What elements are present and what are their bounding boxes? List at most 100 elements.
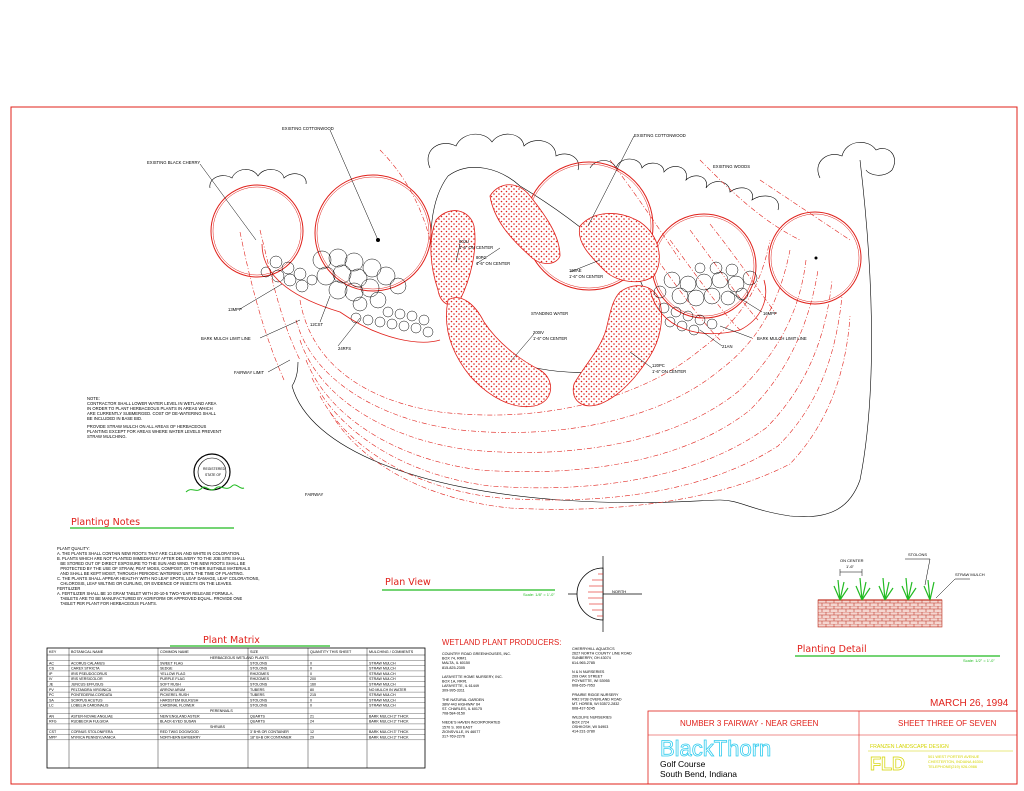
- matrix-cell: STOLONS: [250, 661, 268, 665]
- matrix-cell: SA: [49, 698, 54, 702]
- sheet-border: [10, 106, 1018, 785]
- planting-detail-scale: Scale: 1/2" = 1'-0": [963, 658, 995, 663]
- bark-mulch-limit-left: [261, 243, 441, 343]
- label-12cst: 12CST: [310, 322, 323, 327]
- matrix-section-heading: HERBACEOUS WETLAND PLANTS: [210, 656, 269, 660]
- matrix-cell: 160: [310, 683, 316, 687]
- matrix-cell: QUARTS: [250, 714, 266, 718]
- label-existing-cottonwood-2: EXISTING COTTONWOOD: [634, 133, 686, 138]
- note-line: ARE CURRENTLY SUBMERGED. COST OF DE-WATE…: [87, 411, 217, 416]
- label-200iv-spacing: 1'-6" ON CENTER: [533, 336, 567, 341]
- blackthorn-logo: BlackThorn: [660, 736, 771, 761]
- producer-line: COUNTRY ROAD GREENHOUSES, INC.: [442, 652, 511, 656]
- label-80pc-spacing: 1'-6" ON CENTER: [476, 261, 510, 266]
- label-200iv: 200IV: [533, 330, 544, 335]
- matrix-cell: PC: [49, 693, 54, 697]
- matrix-cell: AN: [49, 714, 54, 718]
- note-line: BE INCLUDED IN BASE BID.: [87, 416, 142, 421]
- matrix-cell: STOLONS: [250, 667, 268, 671]
- producer-line: PRAIRIE RIDGE NURSERY: [572, 693, 619, 697]
- matrix-cell: CS: [49, 667, 55, 671]
- seal-text: STATE OF: [205, 473, 221, 477]
- matrix-cell: BARK MULCH 3" THICK: [369, 720, 409, 724]
- tree-woods-1: [651, 213, 757, 319]
- label-16mpp: 16MPP: [763, 311, 777, 316]
- matrix-cell: QUARTS: [250, 720, 266, 724]
- firm-phone: TELEPHONE(219) 926-0986: [928, 765, 977, 769]
- matrix-cell: 29: [310, 736, 314, 740]
- matrix-cell: NEW ENGLAND ASTER: [160, 714, 200, 718]
- matrix-header: KEY: [49, 650, 57, 654]
- notes-line: A. FERTILIZER SHALL BE 10 GRAM TABLET WI…: [57, 591, 233, 596]
- planting-notes: Planting Notes PLANT QUALITY: A. THE PLA…: [57, 517, 259, 606]
- label-bark-mulch-limit-right: BARK MULCH LIMIT LINE: [757, 336, 807, 341]
- course-name: Golf Course: [660, 759, 706, 769]
- label-standing-water: STANDING WATER: [531, 311, 568, 316]
- matrix-cell: MPP: [49, 736, 57, 740]
- tree-black-cherry: [210, 184, 304, 278]
- signature: [185, 484, 245, 493]
- label-120pc-spacing: 1'-6" ON CENTER: [652, 369, 686, 374]
- notes-line: TABLETS ARE TO BE MANUFACTURED BY AGRIFO…: [57, 596, 243, 601]
- producer-line: 414-231-3780: [572, 730, 595, 734]
- note-line: IN ORDER TO PLANT HERBACEOUS PLANTS IN A…: [87, 406, 213, 411]
- matrix-cell: STRAW MULCH: [369, 683, 396, 687]
- matrix-cell: STRAW MULCH: [369, 698, 396, 702]
- matrix-cell: SOFT RUSH: [160, 683, 181, 687]
- plan-view-label: Plan View: [385, 577, 431, 588]
- matrix-cell: CARDINAL FLOWER: [160, 704, 195, 708]
- matrix-cell: 215: [310, 693, 316, 697]
- producer-line: 209 OAK STREET: [572, 675, 603, 679]
- matrix-cell: PV: [49, 688, 54, 692]
- notes-line: A. THE PLANTS SHALL CONTAIN NEW ROOTS TH…: [57, 551, 240, 556]
- matrix-cell: STRAW MULCH: [369, 672, 396, 676]
- matrix-cell: IRIS PSEUDOCORUS: [71, 672, 108, 676]
- producer-line: MALTA, IL 60150: [442, 661, 470, 665]
- notes-line: PLANT QUALITY:: [57, 546, 90, 551]
- producer-line: ST. CHARLES, IL 60175: [442, 707, 482, 711]
- producer-line: 1570 S. 900 EAST: [442, 725, 473, 729]
- label-fairway-limit: FAIRWAY LIMIT: [234, 370, 265, 375]
- producer-line: ZIONSVILLE, IN 46077: [442, 730, 480, 734]
- matrix-cell: STRAW MULCH: [369, 661, 396, 665]
- bed-80ju: [430, 210, 476, 306]
- firm-mark: FLD: [870, 754, 905, 774]
- tree-woods-2: [768, 211, 862, 305]
- producer-line: LAFAYETTE, IL 61449: [442, 684, 479, 688]
- matrix-cell: STOLONS: [250, 698, 268, 702]
- label-existing-woods: EXISTING WOODS: [713, 164, 750, 169]
- sheet-date: MARCH 26, 1994: [930, 698, 1009, 709]
- plant-matrix: Plant Matrix KEY BOTANICAL NAME COMMON N…: [46, 635, 426, 769]
- plan-view-title: Plan View Scale: 1/8" = 1'-0": [382, 577, 555, 597]
- matrix-cell: STRAW MULCH: [369, 667, 396, 671]
- label-160ae-spacing: 1'-6" ON CENTER: [569, 274, 603, 279]
- label-existing-black-cherry: EXISTING BLACK CHERRY: [147, 160, 200, 165]
- matrix-cell: TUBERS: [250, 688, 265, 692]
- matrix-cell: IRIS VERSICOLOR: [71, 677, 103, 681]
- producer-line: WILDLIFE NURSERIES: [572, 716, 612, 720]
- detail-stolons: STOLONS: [908, 552, 927, 557]
- matrix-cell: 12: [310, 730, 314, 734]
- matrix-cell: NORTHERN BAYBERRY: [160, 736, 201, 740]
- matrix-cell: LC: [49, 704, 54, 708]
- producer-line: 317-769-2276: [442, 735, 465, 739]
- sheet-fairway-title: NUMBER 3 FAIRWAY - NEAR GREEN: [680, 719, 819, 728]
- matrix-cell: PICKEREL RUSH: [160, 693, 189, 697]
- label-13mpp: 13MPP: [228, 307, 242, 312]
- firm-name: FRANZEN LANDSCAPE DESIGN: [870, 744, 949, 750]
- bed-200iv: [446, 297, 551, 408]
- north-label: NORTH: [612, 589, 626, 594]
- matrix-cell: STRAW MULCH: [369, 693, 396, 697]
- label-160ae: 160AE: [569, 268, 582, 273]
- label-existing-cottonwood-1: EXISTING COTTONWOOD: [282, 126, 334, 131]
- label-bark-mulch-limit-left: BARK MULCH LIMIT LINE: [201, 336, 251, 341]
- matrix-cell: PONTEDERIA CORDATA: [71, 693, 113, 697]
- bed-80pc: [489, 184, 561, 264]
- matrix-cell: ACORUS CALAMUS: [71, 661, 105, 665]
- matrix-cell: BARK MULCH 3" THICK: [369, 730, 409, 734]
- producer-line: MT. HOREB, WI 53572-2832: [572, 702, 619, 706]
- label-80ju: 80JU: [459, 239, 469, 244]
- matrix-cell: STOLONS: [250, 704, 268, 708]
- plan-view-scale: Scale: 1/8" = 1'-0": [523, 592, 555, 597]
- label-fairway: FAIRWAY: [305, 492, 324, 497]
